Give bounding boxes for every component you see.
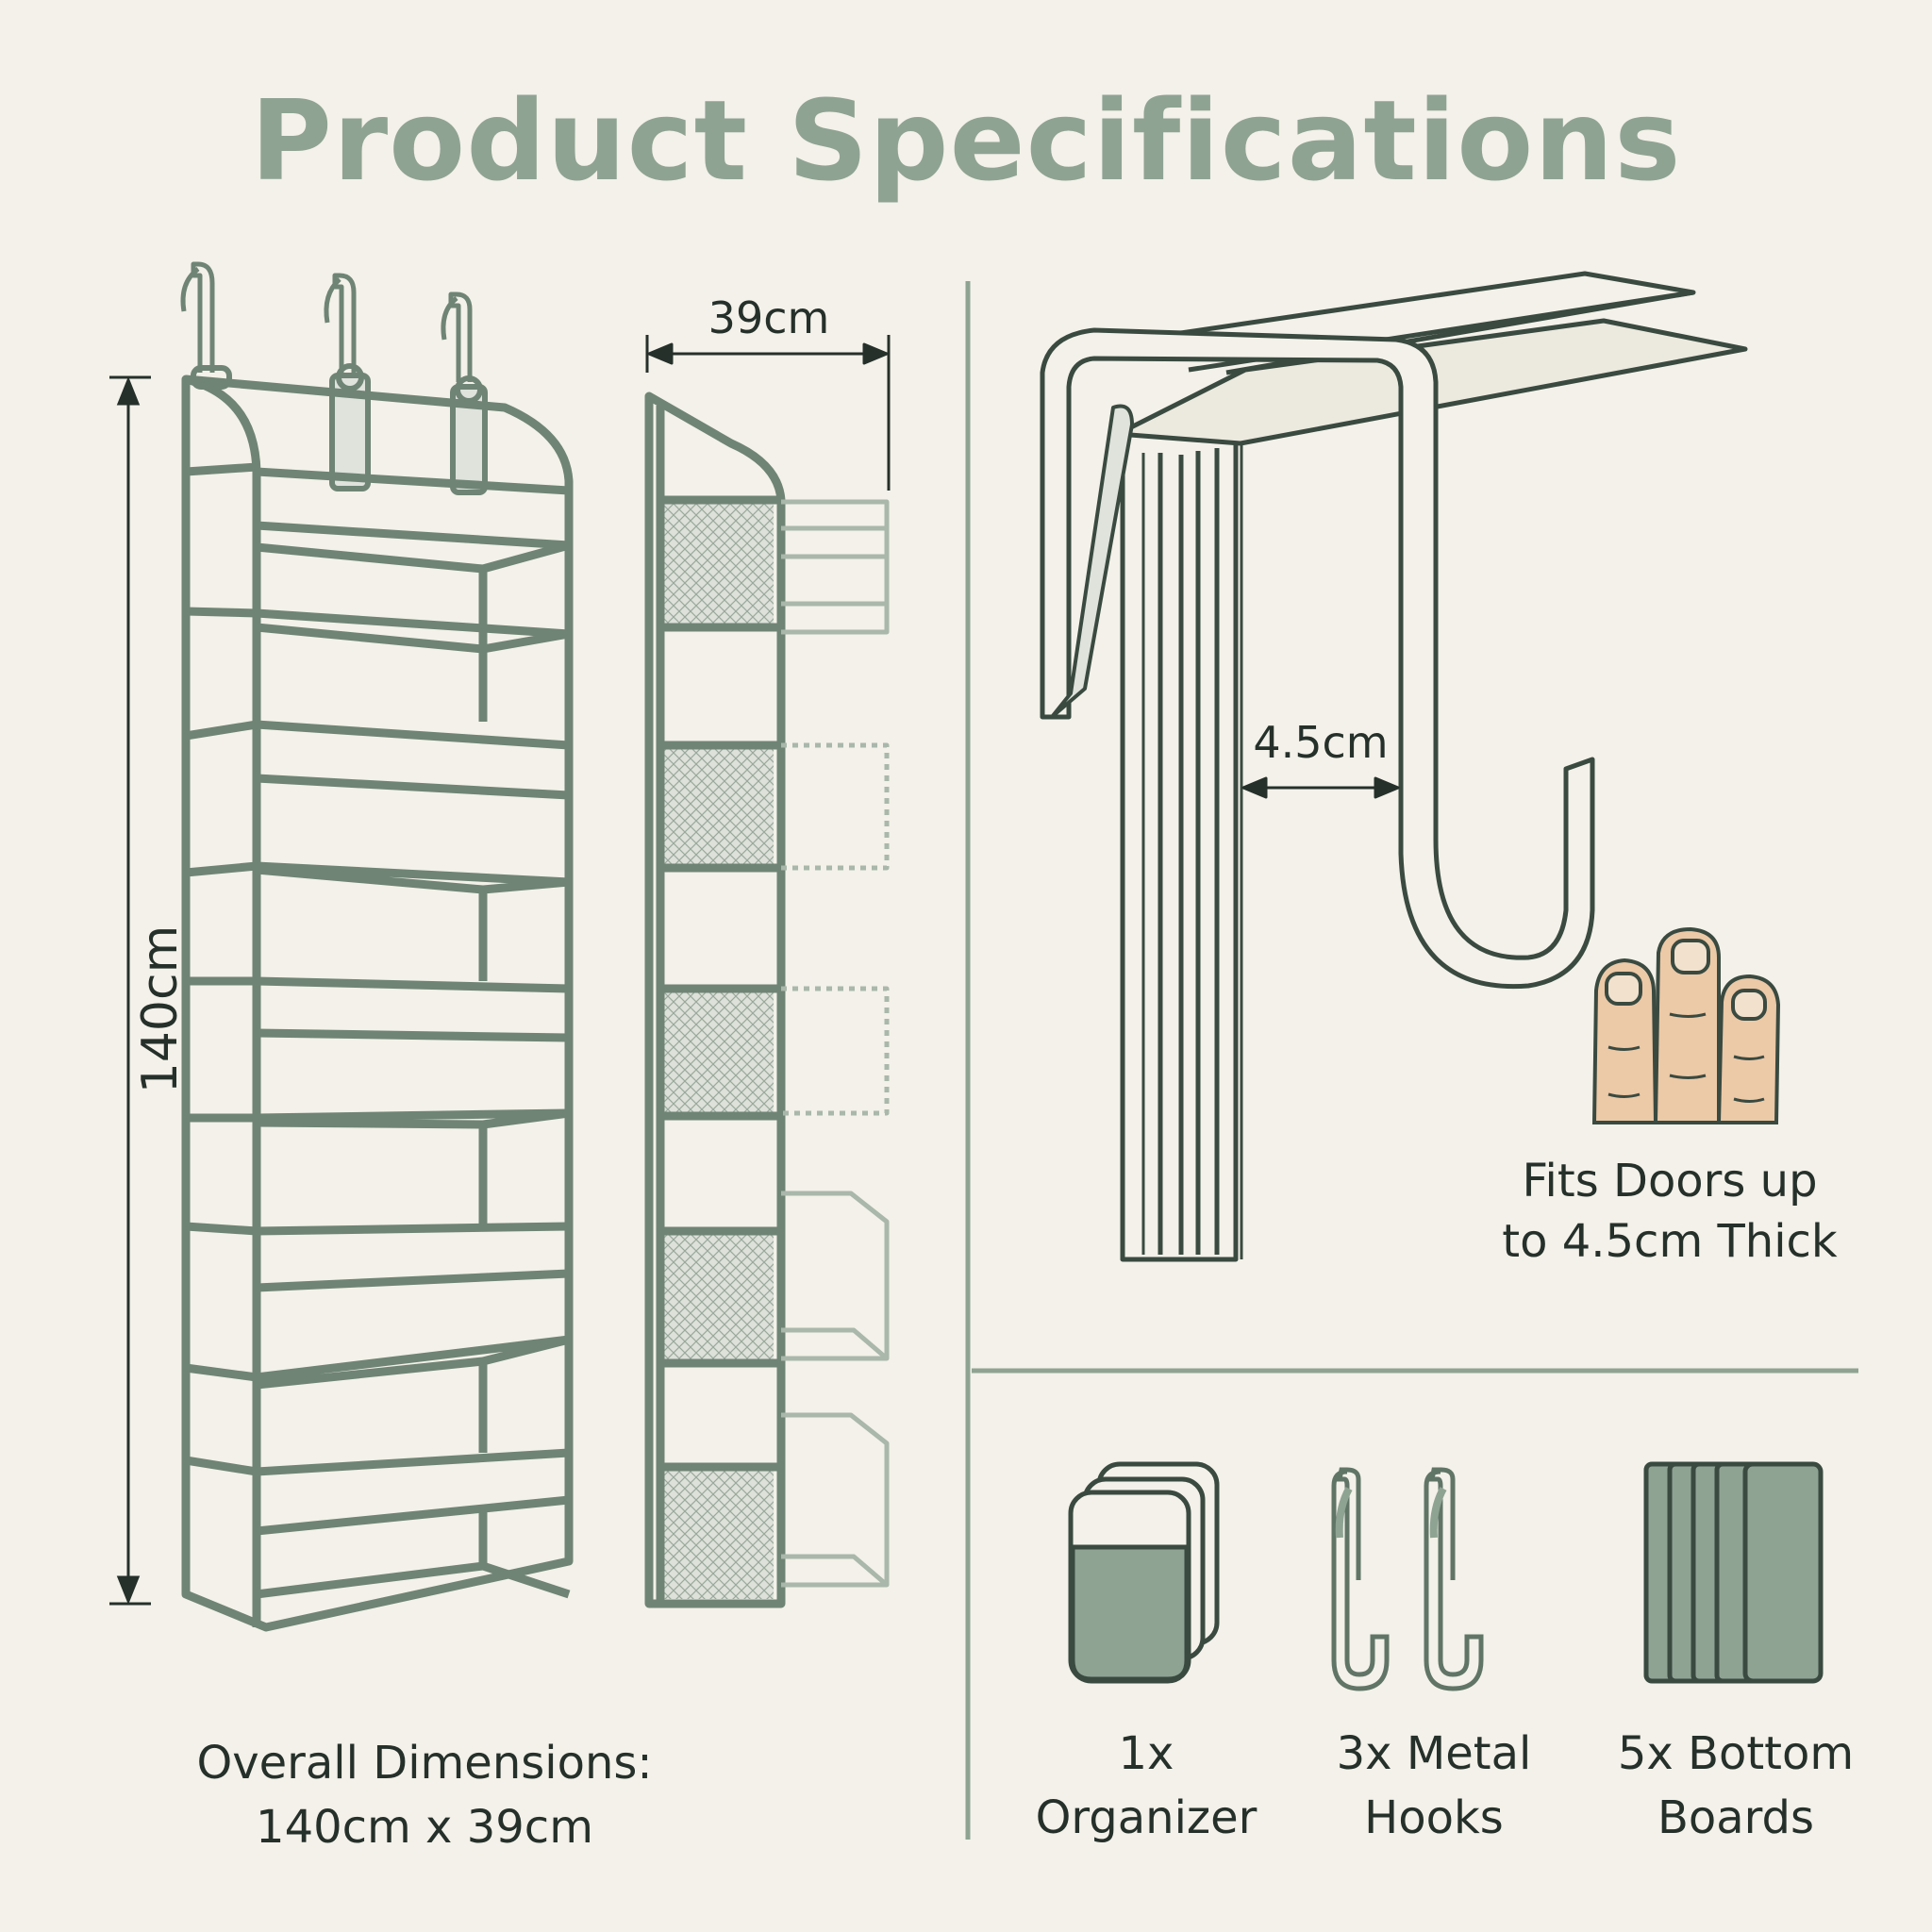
hook-gap-dimension-arrow <box>1241 776 1400 799</box>
organizer-front-view <box>180 261 574 1632</box>
organizer-icon <box>1068 1461 1220 1684</box>
organizer-quantity: 1x <box>1118 1727 1174 1780</box>
hook-icon <box>180 261 473 382</box>
bottom-boards-icon <box>1643 1461 1824 1684</box>
metal-hooks-quantity: 3x Metal <box>1336 1727 1532 1780</box>
width-dimension-label: 39cm <box>708 292 830 343</box>
height-dimension-arrow <box>109 375 151 1606</box>
door-fit-note: Fits Doors up to 4.5cm Thick <box>1472 1151 1868 1272</box>
overall-dimensions-value: 140cm x 39cm <box>256 1801 593 1854</box>
organizer-side-view <box>644 335 891 1608</box>
metal-hooks-name: Hooks <box>1364 1791 1504 1844</box>
door-fit-line-1: Fits Doors up <box>1522 1155 1818 1208</box>
door-hook-diagram <box>1040 271 1748 1262</box>
hook-gap-label: 4.5cm <box>1253 717 1389 768</box>
organizer-name: Organizer <box>1035 1791 1257 1844</box>
height-dimension-label: 140cm <box>132 924 189 1094</box>
door-fit-line-2: to 4.5cm Thick <box>1502 1215 1838 1268</box>
bottom-boards-name: Boards <box>1657 1791 1815 1844</box>
organizer-label: 1x Organizer <box>1000 1722 1292 1850</box>
bottom-boards-label: 5x Bottom Boards <box>1585 1722 1887 1850</box>
overall-dimensions-heading: Overall Dimensions: <box>196 1737 653 1790</box>
overall-dimensions: Overall Dimensions: 140cm x 39cm <box>151 1731 698 1859</box>
metal-hooks-label: 3x Metal Hooks <box>1302 1722 1566 1850</box>
bottom-boards-quantity: 5x Bottom <box>1617 1727 1855 1780</box>
metal-hooks-icon <box>1331 1467 1484 1691</box>
fingers-icon <box>1591 926 1781 1124</box>
width-dimension-arrow <box>645 335 891 491</box>
page-title: Product Specifications <box>250 75 1682 206</box>
door-hook-icon <box>1040 327 1595 990</box>
